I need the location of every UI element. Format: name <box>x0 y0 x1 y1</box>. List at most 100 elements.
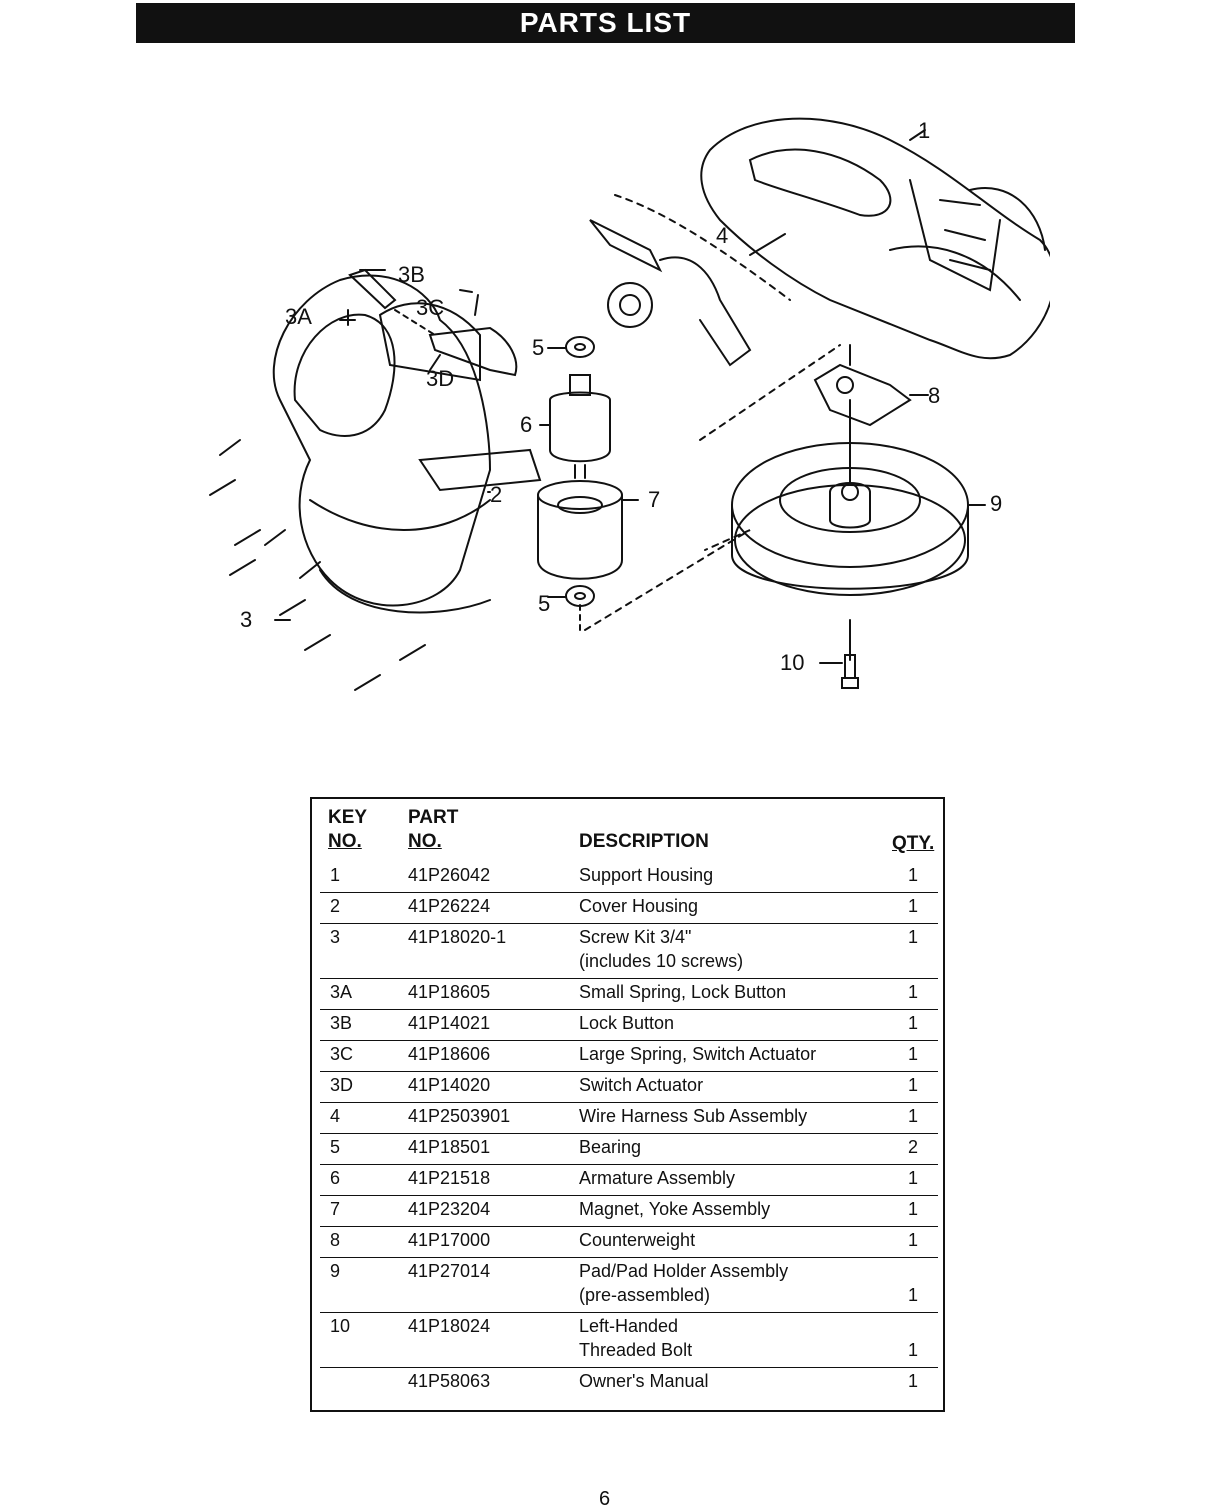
callout-3b: 3B <box>398 262 425 287</box>
cell-qty: 1 <box>908 1371 919 1391</box>
cell-key: 9 <box>330 1261 341 1281</box>
callout-7: 7 <box>648 487 660 512</box>
cell-part-no: 41P27014 <box>408 1261 491 1281</box>
cell-description: Cover Housing <box>579 896 699 916</box>
callout-5-top: 5 <box>532 335 544 360</box>
screws-drawing <box>209 439 426 691</box>
cell-qty: 1 <box>908 1044 919 1064</box>
support-housing-drawing <box>700 117 1050 360</box>
cell-qty: 1 <box>908 896 919 916</box>
cell-key: 2 <box>330 896 341 916</box>
callout-3a: 3A <box>285 304 312 329</box>
cell-key: 10 <box>330 1316 351 1336</box>
table-header: KEY NO. PART NO. DESCRIPTION QTY. <box>312 807 943 859</box>
bolt-drawing <box>841 654 859 689</box>
cell-key: 7 <box>330 1199 341 1219</box>
cell-part-no: 41P26224 <box>408 896 491 916</box>
table-row: 3B 41P14021 Lock Button 1 <box>320 1009 938 1041</box>
cell-qty: 1 <box>908 1106 919 1126</box>
cell-key: 3D <box>330 1075 354 1095</box>
callout-8: 8 <box>928 383 940 408</box>
exploded-parts-diagram: 1 2 3 3A 3B 3C 3D 4 5 5 6 7 8 9 10 <box>209 117 1050 691</box>
callout-6: 6 <box>520 412 532 437</box>
callout-10: 10 <box>780 650 804 675</box>
cell-part-no: 41P17000 <box>408 1230 491 1250</box>
callout-4: 4 <box>716 223 728 248</box>
cell-description: Wire Harness Sub Assembly <box>579 1106 808 1126</box>
cell-description: Threaded Bolt <box>579 1340 693 1360</box>
cell-part-no: 41P18605 <box>408 982 491 1002</box>
cell-qty: 1 <box>908 1285 919 1305</box>
cell-key: 4 <box>330 1106 341 1126</box>
cell-part-no: 41P18501 <box>408 1137 491 1157</box>
header-description: DESCRIPTION <box>579 831 709 852</box>
cell-part-no: 41P14021 <box>408 1013 491 1033</box>
cell-part-no: 41P58063 <box>408 1371 491 1391</box>
cell-description: (includes 10 screws) <box>579 951 744 971</box>
table-row: 7 41P23204 Magnet, Yoke Assembly 1 <box>320 1195 938 1227</box>
callout-9: 9 <box>990 491 1002 516</box>
cell-description: Left-Handed <box>579 1316 679 1336</box>
cell-part-no: 41P23204 <box>408 1199 491 1219</box>
cell-part-no: 41P21518 <box>408 1168 491 1188</box>
table-row: 41P58063 Owner's Manual 1 <box>320 1367 938 1398</box>
cell-qty: 1 <box>908 927 919 947</box>
cell-description: Lock Button <box>579 1013 675 1033</box>
cell-key: 8 <box>330 1230 341 1250</box>
cover-housing-drawing <box>272 274 542 614</box>
page-title: PARTS LIST <box>136 3 1075 43</box>
page-number: 6 <box>598 1488 611 1510</box>
cell-qty: 1 <box>908 1340 919 1360</box>
callout-1: 1 <box>918 118 930 143</box>
switch-parts-drawing <box>347 268 518 377</box>
cell-key: 3 <box>330 927 341 947</box>
cell-description: Small Spring, Lock Button <box>579 982 787 1002</box>
cell-key: 5 <box>330 1137 341 1157</box>
table-row: 9 41P27014 Pad/Pad Holder Assembly (pre-ass… <box>320 1257 938 1313</box>
cell-description: Large Spring, Switch Actuator <box>579 1044 817 1064</box>
cell-description: Pad/Pad Holder Assembly <box>579 1261 789 1281</box>
cell-qty: 1 <box>908 1199 919 1219</box>
cell-part-no: 41P2503901 <box>408 1106 511 1126</box>
cell-description: (pre-assembled) <box>579 1285 711 1305</box>
header-key-line1: KEY <box>328 807 368 828</box>
header-part-line1: PART <box>408 807 459 828</box>
cell-part-no: 41P18024 <box>408 1316 491 1336</box>
header-key-line2: NO. <box>328 831 362 852</box>
callout-2: 2 <box>490 482 502 507</box>
pad-holder-drawing <box>731 399 969 661</box>
parts-table: KEY NO. PART NO. DESCRIPTION QTY. 1 41P26… <box>310 797 945 1412</box>
cell-key: 3C <box>330 1044 354 1064</box>
callout-3: 3 <box>240 607 252 632</box>
cell-qty: 1 <box>908 982 919 1002</box>
cell-description: Owner's Manual <box>579 1371 709 1391</box>
counterweight-drawing <box>699 344 912 441</box>
cell-part-no: 41P18020-1 <box>408 927 507 947</box>
table-row: 3 41P18020-1 Screw Kit 3/4" (includes 10 sc… <box>320 923 938 979</box>
cell-qty: 1 <box>908 1013 919 1033</box>
callout-3c: 3C <box>416 295 444 320</box>
cell-qty: 1 <box>908 865 919 885</box>
cell-key: 3A <box>330 982 353 1002</box>
cell-qty: 1 <box>908 1230 919 1250</box>
cell-description: Magnet, Yoke Assembly <box>579 1199 771 1219</box>
cell-description: Support Housing <box>579 865 714 885</box>
cell-key: 6 <box>330 1168 341 1188</box>
header-qty: QTY. <box>892 833 935 854</box>
callout-5-bottom: 5 <box>538 591 550 616</box>
wire-harness-drawing <box>589 194 791 367</box>
cell-qty: 1 <box>908 1168 919 1188</box>
table-row: 2 41P26224 Cover Housing 1 <box>320 892 938 924</box>
cell-key: 1 <box>330 865 341 885</box>
cell-key: 3B <box>330 1013 353 1033</box>
cell-description: Armature Assembly <box>579 1168 736 1188</box>
cell-description: Screw Kit 3/4" <box>579 927 692 947</box>
header-part-line2: NO. <box>408 831 442 852</box>
table-row: 3A 41P18605 Small Spring, Lock Button 1 <box>320 978 938 1010</box>
motor-parts-drawing <box>537 336 751 631</box>
